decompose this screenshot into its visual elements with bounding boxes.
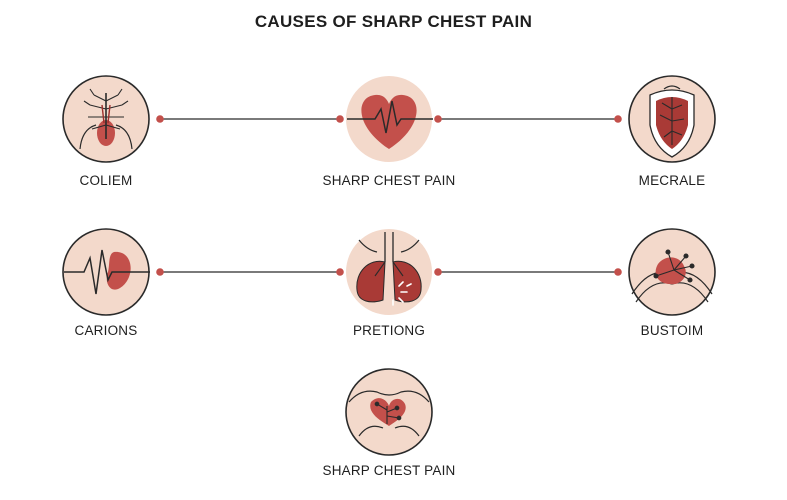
connector-row-2 [156, 268, 622, 276]
chest-burst-icon [628, 228, 716, 316]
node-label-mecrale: MECRALE [638, 173, 706, 188]
connector-dot [156, 115, 164, 123]
connector-dot [156, 268, 164, 276]
node-label-pretiong: PRETIONG [352, 323, 426, 338]
heart-shield-icon [628, 75, 716, 163]
connector-dot [336, 268, 344, 276]
heart-ecg-icon [346, 76, 433, 162]
connector-row-1 [156, 115, 622, 123]
connector-dot [614, 115, 622, 123]
connector-dot [434, 268, 442, 276]
diagram-title: CAUSES OF SHARP CHEST PAIN [254, 12, 533, 31]
node-label-center-top: SHARP CHEST PAIN [322, 173, 456, 188]
lungs-icon [346, 229, 432, 315]
node-label-bustoim: BUSTOIM [640, 323, 704, 338]
connector-dot [614, 268, 622, 276]
connector-dot [434, 115, 442, 123]
node-label-bottom: SHARP CHEST PAIN [322, 463, 456, 478]
node-label-carions: CARIONS [74, 323, 138, 338]
chest-vessels-icon [62, 75, 150, 163]
torso-pain-icon [345, 368, 433, 456]
node-label-coliem: COLIEM [79, 173, 133, 188]
ecg-organ-icon [62, 228, 150, 316]
connector-dot [336, 115, 344, 123]
